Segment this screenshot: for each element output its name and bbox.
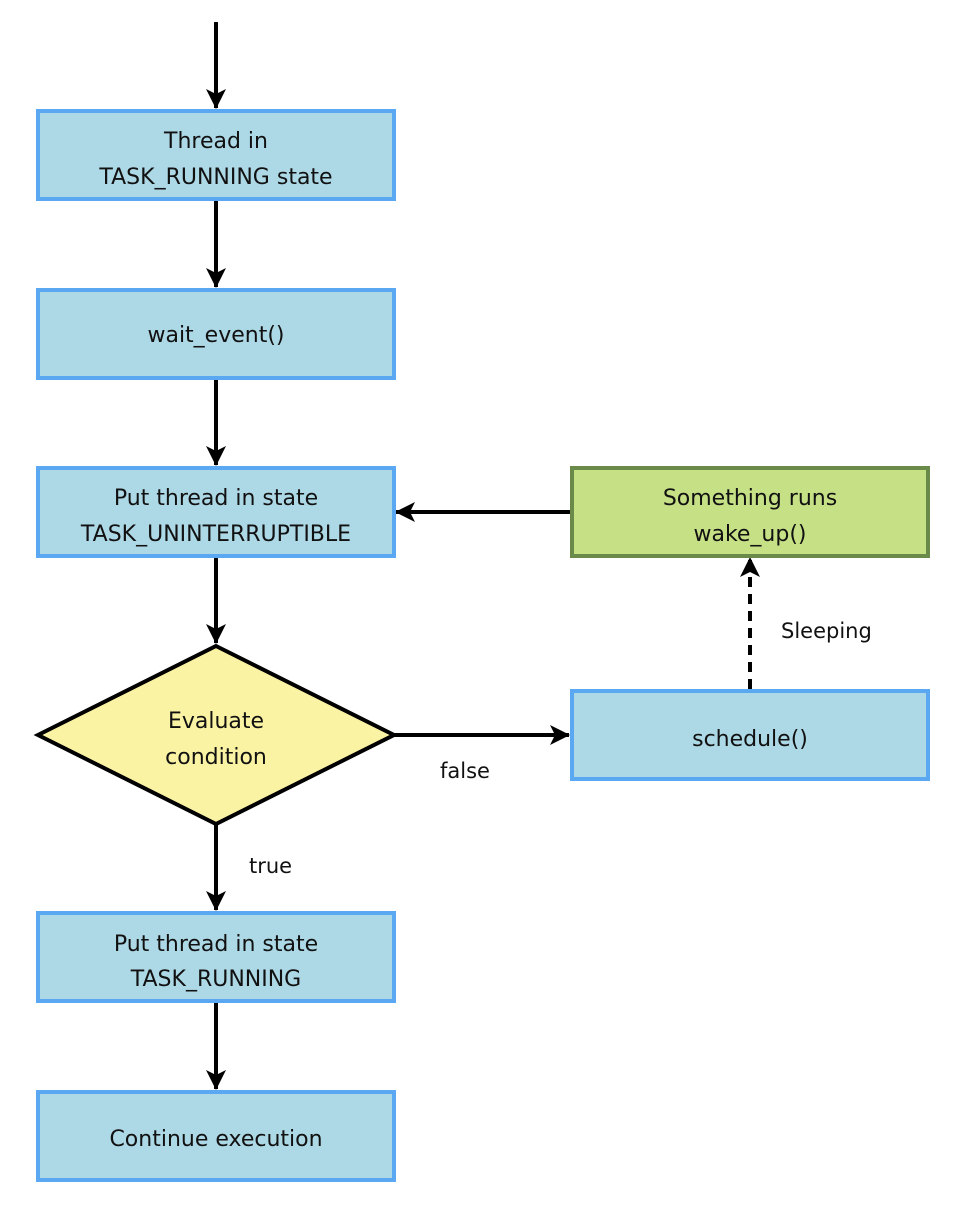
node-evaluate-condition: Evaluate condition xyxy=(33,643,399,827)
node-label-line: Put thread in state xyxy=(114,486,318,511)
process-box xyxy=(570,689,930,781)
process-box xyxy=(36,466,396,558)
node-thread-running: Thread in TASK_RUNNING state xyxy=(36,109,396,201)
node-label-line: TASK_UNINTERRUPTIBLE xyxy=(80,522,351,547)
node-label-line: TASK_RUNNING state xyxy=(98,165,332,190)
node-schedule: schedule() xyxy=(570,689,930,781)
node-wake-up: Something runs wake_up() xyxy=(570,466,930,558)
node-label-line: Put thread in state xyxy=(114,932,318,957)
process-box xyxy=(36,1090,396,1182)
node-label-line: wait_event() xyxy=(147,323,284,348)
node-continue-execution: Continue execution xyxy=(36,1090,396,1182)
node-put-uninterruptible: Put thread in state TASK_UNINTERRUPTIBLE xyxy=(36,466,396,558)
node-label-line: condition xyxy=(165,745,267,770)
node-put-running: Put thread in state TASK_RUNNING xyxy=(36,911,396,1003)
node-label-line: Evaluate xyxy=(168,709,264,734)
process-box xyxy=(36,109,396,201)
process-box xyxy=(36,288,396,380)
event-box xyxy=(570,466,930,558)
node-label-line: Thread in xyxy=(163,129,268,154)
node-label-line: Continue execution xyxy=(109,1127,322,1152)
node-label-line: schedule() xyxy=(692,727,808,752)
edge-label-true: true xyxy=(249,854,292,878)
edges xyxy=(206,22,760,1090)
node-wait-event: wait_event() xyxy=(36,288,396,380)
decision-diamond xyxy=(33,643,399,827)
edge-label-false: false xyxy=(440,759,490,783)
node-label-line: wake_up() xyxy=(693,522,806,547)
process-box xyxy=(36,911,396,1003)
edge-label-sleeping: Sleeping xyxy=(781,619,872,643)
node-label-line: TASK_RUNNING xyxy=(130,967,301,992)
node-label-line: Something runs xyxy=(663,486,837,511)
